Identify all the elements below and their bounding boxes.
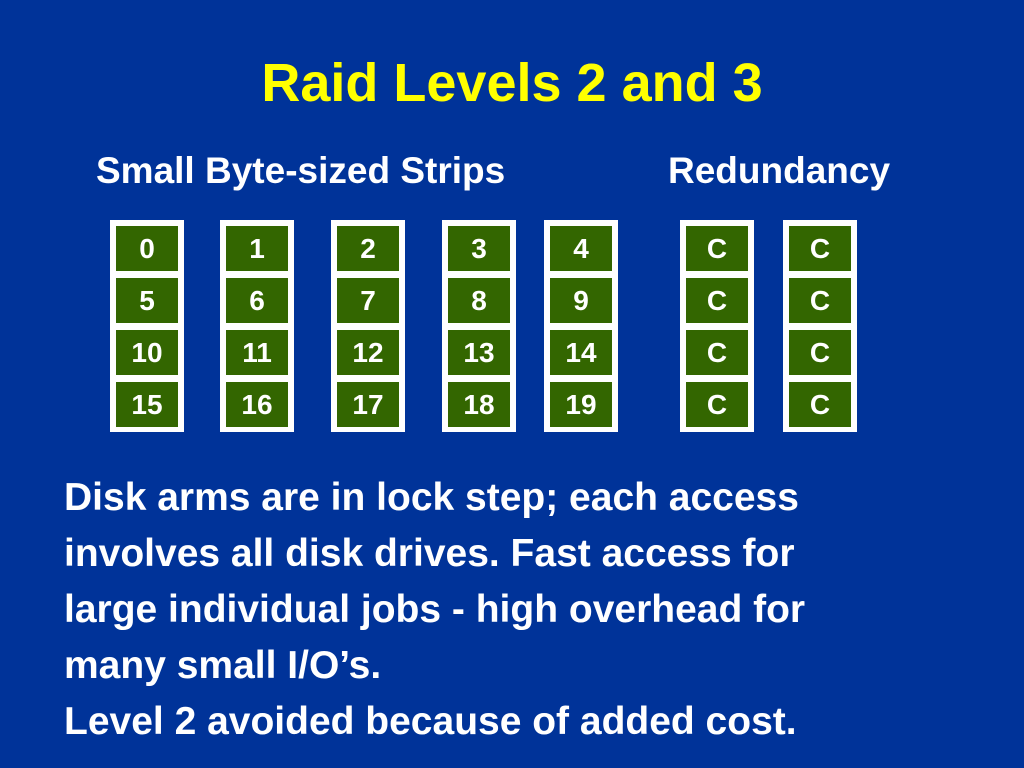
data-disk-1: 0 5 10 15 [110, 220, 184, 432]
data-disk-5: 4 9 14 19 [544, 220, 618, 432]
strip: 8 [448, 278, 510, 323]
data-disk-3: 2 7 12 17 [331, 220, 405, 432]
strip: 1 [226, 226, 288, 271]
body-line: large individual jobs - high overhead fo… [64, 588, 806, 631]
strip: C [789, 226, 851, 271]
strip: 4 [550, 226, 612, 271]
strip: C [789, 382, 851, 427]
strip: 18 [448, 382, 510, 427]
strip: 10 [116, 330, 178, 375]
strip: 6 [226, 278, 288, 323]
strip: 11 [226, 330, 288, 375]
strip: C [789, 330, 851, 375]
strip: 17 [337, 382, 399, 427]
data-disk-2: 1 6 11 16 [220, 220, 294, 432]
strip: 14 [550, 330, 612, 375]
redundancy-disk-1: C C C C [680, 220, 754, 432]
data-disk-4: 3 8 13 18 [442, 220, 516, 432]
strip: 7 [337, 278, 399, 323]
slide-title: Raid Levels 2 and 3 [261, 53, 763, 113]
strip: 19 [550, 382, 612, 427]
redundancy-subheading: Redundancy [668, 150, 891, 191]
strip: C [686, 226, 748, 271]
strip: 15 [116, 382, 178, 427]
body-line: many small I/O’s. [64, 644, 382, 687]
strips-subheading: Small Byte-sized Strips [96, 150, 506, 191]
body-line: Disk arms are in lock step; each access [64, 476, 799, 519]
strip: 16 [226, 382, 288, 427]
body-line: involves all disk drives. Fast access fo… [64, 532, 795, 575]
strip: 5 [116, 278, 178, 323]
strip: 0 [116, 226, 178, 271]
strip: 12 [337, 330, 399, 375]
body-text: Disk arms are in lock step; each access … [64, 470, 964, 750]
strip: 3 [448, 226, 510, 271]
strip: C [686, 278, 748, 323]
strip: C [686, 382, 748, 427]
strip: 9 [550, 278, 612, 323]
strip: C [789, 278, 851, 323]
strip: 13 [448, 330, 510, 375]
strip: 2 [337, 226, 399, 271]
strip: C [686, 330, 748, 375]
body-line: Level 2 avoided because of added cost. [64, 700, 797, 743]
redundancy-disk-2: C C C C [783, 220, 857, 432]
